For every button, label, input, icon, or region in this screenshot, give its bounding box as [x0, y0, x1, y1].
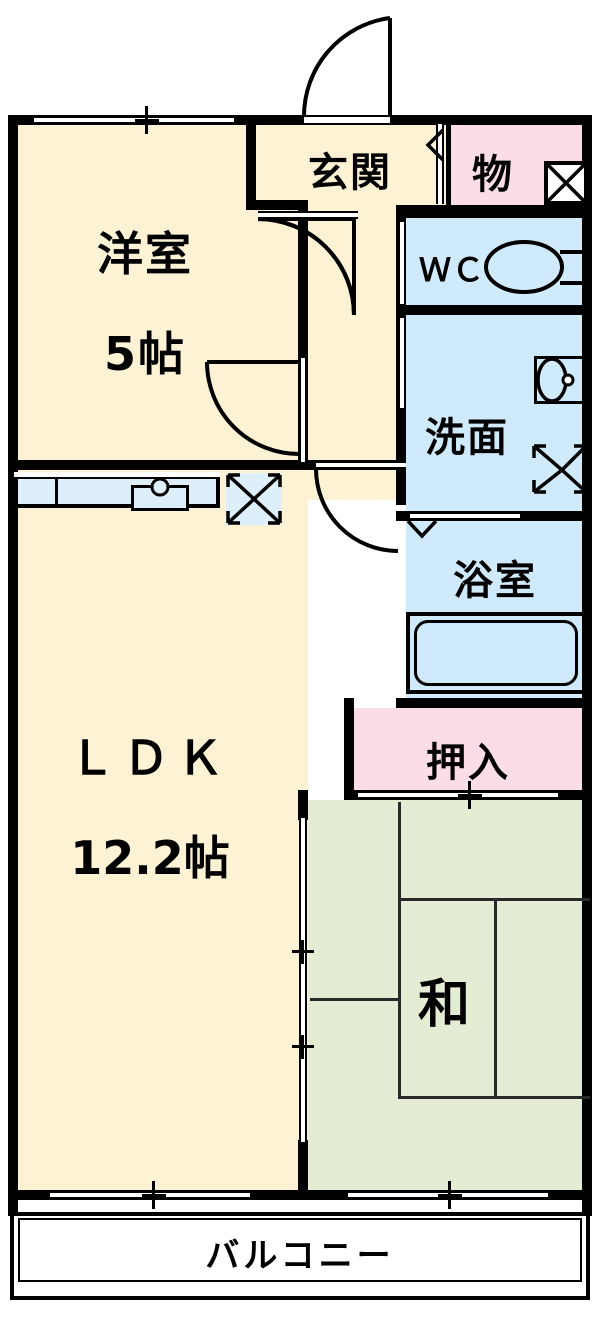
bathtub-inner — [414, 620, 578, 686]
wall-tatami-left-bottom — [298, 1140, 308, 1200]
tatami-mat-line-3 — [494, 898, 497, 1098]
corridor-door-threshold[interactable] — [316, 461, 406, 469]
entrance-door-threshold — [304, 117, 390, 123]
balcony-outline-inner — [18, 1218, 582, 1282]
ldk-tatami-partition[interactable] — [299, 818, 307, 1142]
wall-left-outer — [8, 115, 18, 1200]
washroom-door[interactable] — [398, 318, 406, 408]
wall-oshiire-left — [344, 698, 354, 800]
wall-under-entrance — [396, 205, 592, 218]
partition-mullion-upper-v — [301, 940, 304, 964]
wall-right-outer — [582, 115, 592, 1200]
room-fill-washroom — [406, 315, 592, 515]
label-tatami-name: 和 — [417, 975, 472, 1035]
wall-bedroom-right-lower — [298, 205, 308, 470]
tatami-mat-line-1 — [398, 802, 401, 900]
partition-mullion-lower-v — [301, 1035, 304, 1059]
balcony-door-tatami-cross — [438, 1194, 462, 1197]
balcony-wall-left — [8, 1200, 18, 1216]
bathroom-door[interactable] — [410, 512, 520, 520]
wall-bathroom-bottom — [396, 698, 592, 708]
wall-bedroom-bottom — [8, 460, 308, 470]
label-balcony-name: バルコニー — [205, 1236, 395, 1276]
wall-storage-left — [446, 115, 451, 210]
label-bedroom-size: 5帖 — [103, 327, 186, 381]
oshiire-door-cross — [458, 794, 482, 797]
wall-toilet-bottom — [396, 305, 592, 315]
label-ldk-name: ＬＤＫ — [69, 731, 231, 785]
kitchen-counter-backsplash — [14, 472, 220, 479]
label-oshiire-name: 押入 — [426, 740, 510, 786]
kitchen-counter-divider — [55, 479, 58, 508]
balcony-wall-right — [582, 1200, 592, 1216]
tatami-mat-line-6 — [310, 998, 400, 1001]
room-fill-entrance — [256, 115, 450, 210]
wall-entrance-step — [246, 200, 308, 210]
bedroom-door-threshold[interactable] — [299, 358, 307, 462]
label-toilet-name: ＷＣ — [418, 251, 485, 289]
storage-door[interactable] — [436, 124, 444, 204]
wall-bedroom-right-upper — [246, 115, 256, 210]
label-entrance-name: 玄関 — [308, 150, 392, 196]
label-washroom-name: 洗面 — [425, 415, 509, 461]
label-storage-name: 物 — [472, 152, 514, 198]
room-fill-bedroom — [8, 115, 256, 465]
window-bedroom — [34, 116, 234, 124]
window-bedroom-mullion-cross — [135, 119, 159, 122]
label-bedroom-name: 洋室 — [97, 227, 193, 281]
label-ldk-size: 12.2帖 — [70, 831, 230, 885]
room-fill-oshiire — [352, 708, 592, 800]
wall-tatami-left-top — [298, 790, 308, 820]
tatami-mat-line-5 — [398, 1096, 590, 1099]
wall-top-outer — [8, 115, 592, 125]
balcony-door-ldk-cross — [142, 1194, 166, 1197]
toilet-door[interactable] — [398, 222, 406, 304]
room-fill-ldk — [8, 465, 308, 1200]
vanity-sink-fixture — [534, 356, 586, 404]
label-bathroom-name: 浴室 — [453, 558, 537, 604]
